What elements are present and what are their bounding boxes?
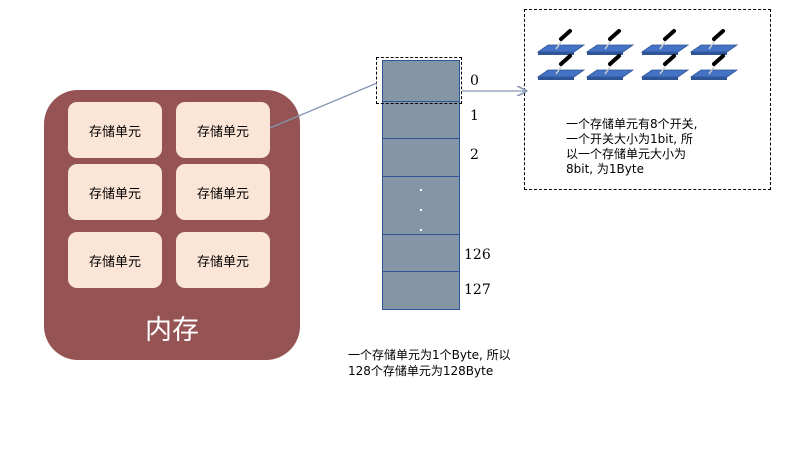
- switch-lever: [663, 29, 676, 41]
- switch-text-line: 一个存储单元有8个开关,: [566, 117, 698, 131]
- bottom-note: 一个存储单元为1个Byte, 所以 128个存储单元为128Byte: [348, 347, 608, 379]
- switch-plate: [689, 44, 739, 53]
- storage-cell: 存储单元: [176, 232, 270, 288]
- switch-lever: [559, 29, 572, 41]
- switch-plate: [689, 69, 739, 78]
- row-divider: [383, 234, 459, 235]
- switch-lever: [712, 29, 725, 41]
- switch-lever: [712, 54, 725, 66]
- switch-lever: [608, 54, 621, 66]
- switch-icon: [640, 29, 690, 55]
- switch-group: [536, 29, 739, 80]
- switch-explanation: 一个存储单元有8个开关, 一个开关大小为1bit, 所 以一个存储单元大小为 8…: [566, 117, 756, 177]
- switch-plate-edge: [538, 52, 574, 55]
- switch-plate-edge: [691, 77, 727, 80]
- switch-icon: [585, 54, 635, 80]
- switch-icon: [585, 29, 635, 55]
- address-label-0: 0: [470, 73, 479, 89]
- memory-title: 内存: [145, 315, 199, 346]
- switch-icon: [536, 54, 586, 80]
- switch-plate: [536, 44, 586, 53]
- switch-icon: [689, 29, 739, 55]
- switch-plate: [640, 69, 690, 78]
- storage-cell: 存储单元: [176, 102, 270, 158]
- switch-icon: [689, 54, 739, 80]
- selected-cell-highlight: [376, 57, 462, 104]
- switch-plate: [536, 69, 586, 78]
- row-divider: [383, 138, 459, 139]
- address-label-1: 1: [470, 108, 479, 124]
- switch-plate-edge: [642, 77, 678, 80]
- storage-cell: 存储单元: [68, 102, 162, 158]
- switch-lever: [663, 54, 676, 66]
- switch-text-line: 一个开关大小为1bit, 所: [566, 132, 693, 146]
- switch-lever: [559, 54, 572, 66]
- switch-text-line: 8bit, 为1Byte: [566, 162, 644, 176]
- ellipsis-dot: [420, 189, 422, 191]
- row-divider: [383, 271, 459, 272]
- switch-plate-edge: [587, 77, 623, 80]
- switch-plate-edge: [691, 52, 727, 55]
- storage-cell: 存储单元: [68, 232, 162, 288]
- storage-cell: 存储单元: [68, 164, 162, 220]
- row-divider: [383, 101, 459, 102]
- switch-text-line: 以一个存储单元大小为: [566, 147, 687, 161]
- switch-lever: [608, 29, 621, 41]
- address-label-127: 127: [464, 282, 491, 298]
- switch-plate: [585, 69, 635, 78]
- ellipsis-dot: [420, 229, 422, 231]
- switch-plate-edge: [642, 52, 678, 55]
- storage-cell: 存储单元: [176, 164, 270, 220]
- switch-icon: [640, 54, 690, 80]
- switch-icon: [536, 29, 586, 55]
- bottom-note-line: 一个存储单元为1个Byte, 所以: [348, 348, 511, 362]
- connector-line-memory: [269, 82, 378, 129]
- switch-plate-edge: [538, 77, 574, 80]
- memory-address-column: [382, 60, 460, 310]
- bottom-note-line: 128个存储单元为128Byte: [348, 364, 494, 378]
- row-divider: [383, 176, 459, 177]
- address-label-2: 2: [470, 147, 479, 163]
- ellipsis-dot: [420, 209, 422, 211]
- switch-plate: [640, 44, 690, 53]
- memory-block: 存储单元 存储单元 存储单元 存储单元 存储单元 存储单元 内存: [44, 90, 300, 360]
- switch-plate-edge: [587, 52, 623, 55]
- switch-plate: [585, 44, 635, 53]
- address-label-126: 126: [464, 247, 491, 263]
- switch-panel: [524, 9, 771, 190]
